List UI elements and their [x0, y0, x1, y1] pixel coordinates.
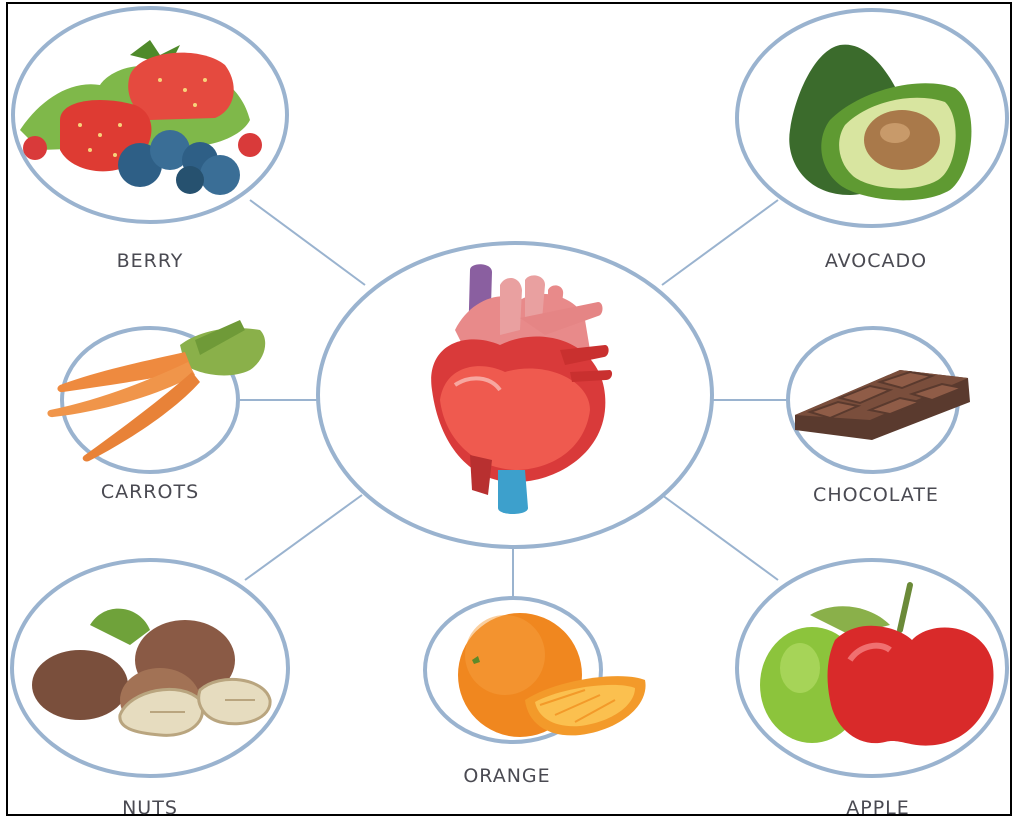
label-orange: ORANGE	[397, 765, 617, 787]
label-berry: BERRY	[40, 250, 260, 272]
label-nuts: NUTS	[40, 797, 260, 819]
label-chocolate: CHOCOLATE	[766, 484, 986, 506]
label-avocado: AVOCADO	[766, 250, 986, 272]
label-apple: APPLE	[768, 797, 988, 819]
label-carrots: CARROTS	[40, 481, 260, 503]
